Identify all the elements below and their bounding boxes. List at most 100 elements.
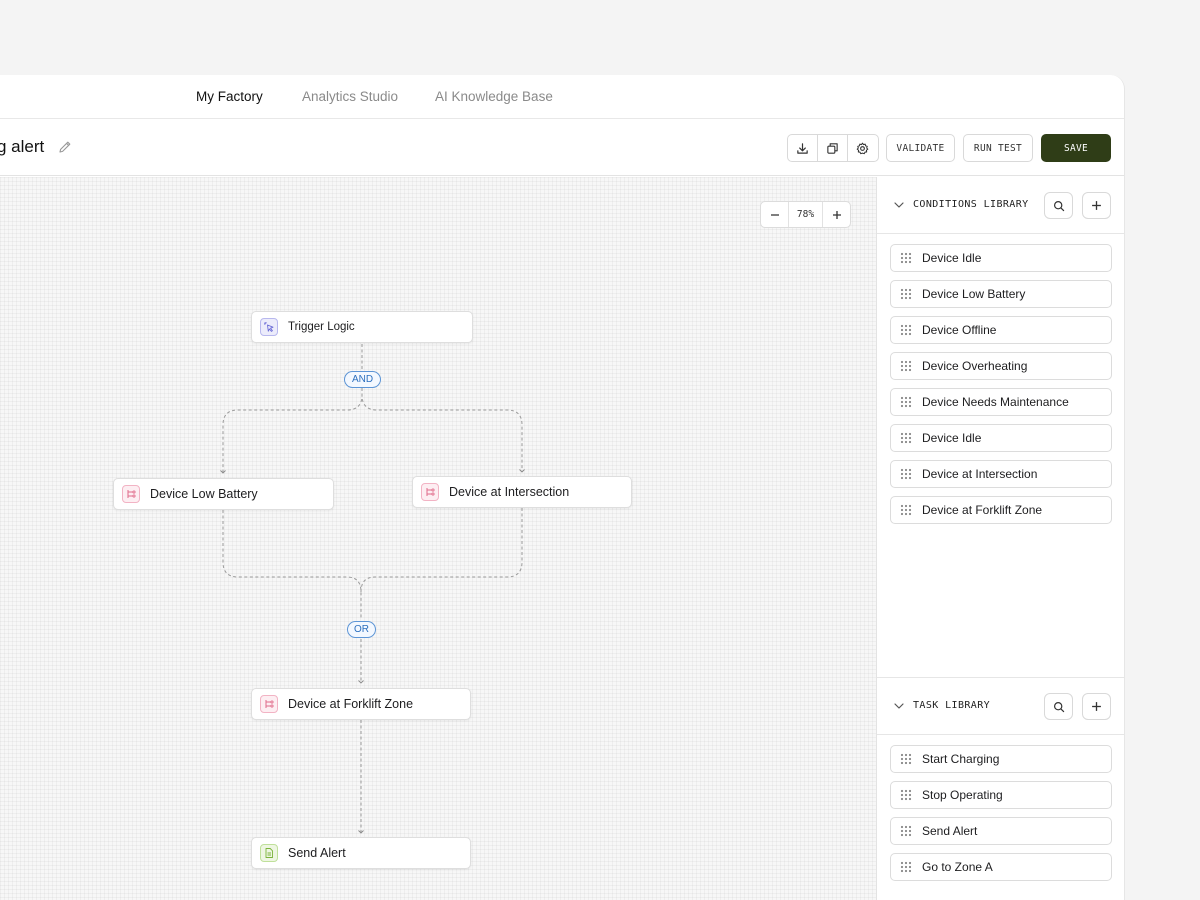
list-item-label: Stop Operating: [922, 788, 1003, 802]
node-label: Device at Intersection: [449, 485, 570, 499]
drag-handle-icon[interactable]: [899, 825, 913, 837]
node-device-low-battery[interactable]: Device Low Battery: [113, 478, 334, 510]
toolbar: g alert: [0, 119, 1124, 176]
node-send-alert[interactable]: Send Alert: [251, 837, 471, 869]
document-icon: [260, 844, 278, 862]
gear-icon: [857, 142, 869, 154]
list-item[interactable]: Device Offline: [890, 316, 1112, 344]
drag-handle-icon[interactable]: [899, 324, 913, 336]
list-item-label: Device Idle: [922, 431, 982, 445]
flow-edges: [220, 344, 525, 834]
node-label: Send Alert: [288, 846, 346, 860]
flow-canvas[interactable]: 78% Trigger Logic AND: [0, 177, 876, 900]
list-item-label: Device Needs Maintenance: [922, 395, 1069, 409]
drag-handle-icon[interactable]: [899, 396, 913, 408]
tab-my-factory[interactable]: My Factory: [196, 89, 263, 104]
search-icon: [1053, 200, 1064, 211]
tasks-list: Start Charging Stop Operating Send Alert…: [890, 745, 1112, 889]
list-item[interactable]: Device Idle: [890, 244, 1112, 272]
chevron-down-icon[interactable]: [893, 700, 905, 712]
drag-handle-icon[interactable]: [899, 432, 913, 444]
search-icon: [1053, 701, 1064, 712]
condition-branch-icon: [260, 695, 278, 713]
download-icon: [797, 142, 808, 154]
zoom-out-button[interactable]: [761, 202, 788, 227]
tab-analytics-studio[interactable]: Analytics Studio: [302, 89, 399, 104]
app-window: My Factory Analytics Studio AI Knowledge…: [0, 75, 1125, 900]
toolbar-icon-group: [787, 134, 879, 162]
list-item[interactable]: Start Charging: [890, 745, 1112, 773]
validate-button[interactable]: VALIDATE: [886, 134, 955, 162]
drag-handle-icon[interactable]: [899, 360, 913, 372]
minus-icon: [770, 213, 779, 216]
top-nav: My Factory Analytics Studio AI Knowledge…: [0, 75, 1124, 119]
cursor-click-icon: [260, 318, 278, 336]
download-button[interactable]: [788, 135, 818, 161]
drag-handle-icon[interactable]: [899, 468, 913, 480]
plus-icon: [1092, 702, 1101, 711]
operator-or[interactable]: OR: [347, 621, 376, 638]
edge-and-intersection: [361, 388, 525, 473]
node-device-at-forklift-zone[interactable]: Device at Forklift Zone: [251, 688, 471, 720]
list-item[interactable]: Device Needs Maintenance: [890, 388, 1112, 416]
list-item[interactable]: Device at Forklift Zone: [890, 496, 1112, 524]
duplicate-icon: [827, 142, 838, 154]
conditions-library-title: CONDITIONS LIBRARY: [913, 199, 1029, 210]
drag-handle-icon[interactable]: [899, 252, 913, 264]
list-item[interactable]: Device Overheating: [890, 352, 1112, 380]
tab-ai-knowledge-base[interactable]: AI Knowledge Base: [435, 89, 553, 104]
tasks-add-button[interactable]: [1082, 693, 1111, 720]
condition-branch-icon: [421, 483, 439, 501]
duplicate-button[interactable]: [818, 135, 848, 161]
plus-icon: [1092, 201, 1101, 210]
zoom-level: 78%: [788, 202, 823, 227]
drag-handle-icon[interactable]: [899, 288, 913, 300]
section-divider: [877, 677, 1124, 678]
operator-and[interactable]: AND: [344, 371, 381, 388]
task-library-title: TASK LIBRARY: [913, 700, 991, 711]
list-item-label: Device Idle: [922, 251, 982, 265]
list-item[interactable]: Device at Intersection: [890, 460, 1112, 488]
plus-icon: [832, 210, 841, 219]
pencil-icon[interactable]: [57, 139, 73, 155]
chevron-down-icon[interactable]: [893, 199, 905, 211]
conditions-list: Device Idle Device Low Battery Device Of…: [890, 244, 1112, 532]
list-item[interactable]: Send Alert: [890, 817, 1112, 845]
drag-handle-icon[interactable]: [899, 504, 913, 516]
edge-low-battery-or: [222, 510, 362, 618]
drag-handle-icon[interactable]: [899, 861, 913, 873]
list-item-label: Go to Zone A: [922, 860, 993, 874]
node-device-at-intersection[interactable]: Device at Intersection: [412, 476, 632, 508]
list-item-label: Device Offline: [922, 323, 997, 337]
list-item-label: Device at Forklift Zone: [922, 503, 1043, 517]
settings-button[interactable]: [848, 135, 878, 161]
node-label: Device at Forklift Zone: [288, 697, 414, 711]
list-item[interactable]: Device Idle: [890, 424, 1112, 452]
conditions-add-button[interactable]: [1082, 192, 1111, 219]
node-trigger-logic[interactable]: Trigger Logic: [251, 311, 473, 343]
drag-handle-icon[interactable]: [899, 753, 913, 765]
edge-and-low-battery: [220, 388, 363, 474]
edge-intersection-or: [360, 508, 523, 593]
tasks-search-button[interactable]: [1044, 693, 1073, 720]
zoom-in-button[interactable]: [823, 202, 850, 227]
drag-handle-icon[interactable]: [899, 789, 913, 801]
list-item[interactable]: Stop Operating: [890, 781, 1112, 809]
run-test-button[interactable]: RUN TEST: [963, 134, 1033, 162]
node-label: Device Low Battery: [150, 487, 258, 501]
list-item-label: Start Charging: [922, 752, 1000, 766]
library-sidebar: CONDITIONS LIBRARY Device Idle Device Lo…: [876, 177, 1124, 900]
condition-branch-icon: [122, 485, 140, 503]
zoom-control: 78%: [760, 201, 851, 228]
list-item-label: Device Low Battery: [922, 287, 1026, 301]
list-item[interactable]: Device Low Battery: [890, 280, 1112, 308]
task-library-header: TASK LIBRARY: [877, 678, 1124, 735]
conditions-search-button[interactable]: [1044, 192, 1073, 219]
save-button[interactable]: SAVE: [1041, 134, 1111, 162]
list-item-label: Device at Intersection: [922, 467, 1038, 481]
flow-title: g alert: [0, 137, 45, 156]
list-item-label: Send Alert: [922, 824, 978, 838]
list-item[interactable]: Go to Zone A: [890, 853, 1112, 881]
list-item-label: Device Overheating: [922, 359, 1028, 373]
node-label: Trigger Logic: [288, 321, 355, 333]
